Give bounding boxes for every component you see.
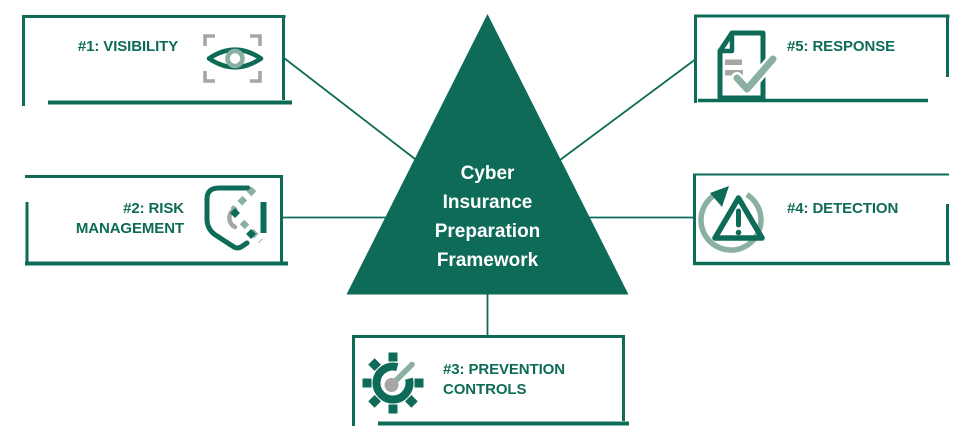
viewfinder-corner [250, 71, 262, 83]
box-frame-prevention-controls [352, 335, 629, 426]
document-outline [717, 30, 766, 101]
dial-hub [384, 378, 399, 392]
gear-ring [372, 362, 414, 404]
dash-square [230, 208, 240, 218]
viewfinder-corner [250, 34, 262, 46]
connector-visibility [283, 57, 416, 160]
node-prevention-controls-label: #3: PREVENTION CONTROLS [443, 360, 623, 400]
node-response-label: #5: RESPONSE [787, 38, 896, 55]
box-frame-response [694, 14, 950, 103]
dial-needle [390, 361, 415, 386]
text-line [725, 59, 742, 65]
warning-cycle-icon [698, 186, 765, 253]
warning-triangle [712, 195, 765, 241]
node-risk-management-label: #2: RISK MANAGEMENT [36, 199, 184, 239]
document-check-icon [717, 30, 779, 101]
triangle-title: Cyber Insurance Preparation Framework [387, 159, 588, 275]
node-risk-management-line-2: MANAGEMENT [75, 220, 184, 237]
exclamation-dot [735, 229, 742, 236]
text-line [725, 70, 743, 76]
node-prevention-controls-line-1: #3: PREVENTION [443, 361, 565, 378]
connector-lines [283, 57, 696, 336]
gear-dial-icon [362, 352, 424, 414]
document-fold [717, 30, 735, 54]
shield-outline [204, 185, 251, 251]
cycle-arrowhead [710, 186, 729, 207]
triangle-title-line-1: Cyber [460, 163, 515, 184]
node-visibility-label: #1: VISIBILITY [77, 38, 179, 55]
dash-slash-upper [230, 186, 257, 213]
center-triangle [346, 14, 629, 295]
checkmark [733, 55, 777, 93]
triangle-title-line-4: Framework [436, 250, 539, 271]
node-detection-label: #4: DETECTION [787, 200, 899, 217]
triangle-title-line-2: Insurance [442, 192, 533, 213]
cycle-arc [698, 189, 764, 253]
node-risk-management-line-1: #2: RISK [123, 200, 184, 217]
box-frame-detection [693, 173, 950, 266]
eye-outline [206, 47, 264, 70]
eye-viewfinder-icon [203, 34, 264, 83]
triangle-title-line-3: Preparation [434, 221, 541, 242]
eye-iris [225, 48, 245, 69]
viewfinder-corner [203, 71, 215, 83]
shield-risk-icon [204, 185, 267, 251]
node-prevention-controls-line-2: CONTROLS [443, 381, 527, 398]
dash-square [246, 229, 256, 239]
box-frame-risk-management [25, 175, 288, 266]
box-frame-visibility [22, 15, 292, 106]
viewfinder-corner [203, 34, 215, 46]
connector-response [559, 59, 696, 161]
